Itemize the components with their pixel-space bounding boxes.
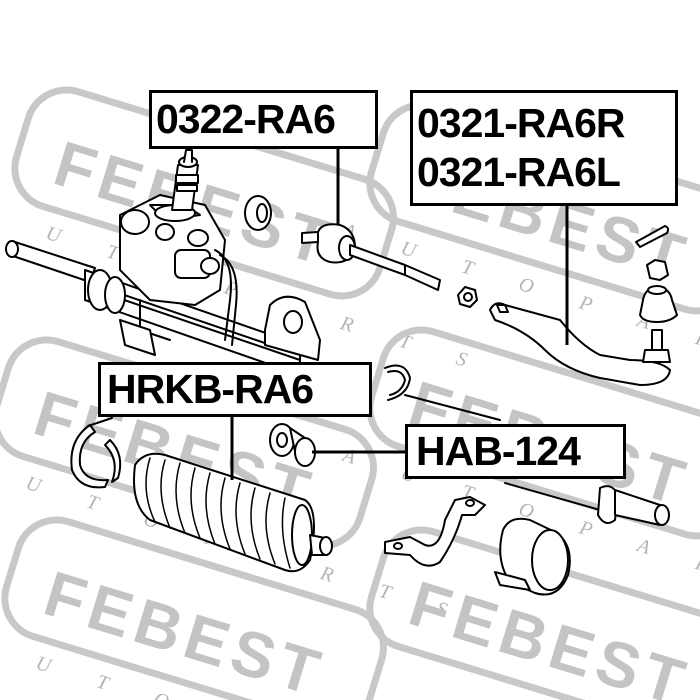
- jam-nut: [457, 286, 478, 308]
- castle-nut: [646, 259, 669, 281]
- leader-lines: [230, 148, 569, 480]
- cotter-pin: [635, 225, 670, 248]
- rack-bushing: [269, 423, 316, 467]
- inner-tie-rod: [301, 223, 441, 291]
- rack-rod: [504, 482, 601, 511]
- part-number-left: 0321-RA6L: [417, 149, 621, 195]
- rack-boot: [133, 452, 333, 573]
- part-number: HRKB-RA6: [107, 366, 314, 412]
- part-number: 0322-RA6: [156, 96, 336, 142]
- ball-joint-boot: [639, 285, 678, 323]
- tie-rod-end: [489, 302, 671, 386]
- label-rack-boot-kit: HRKB-RA6: [98, 362, 372, 417]
- rack-end: [597, 485, 670, 526]
- part-number: HAB-124: [416, 428, 581, 474]
- part-number-right: 0321-RA6R: [417, 100, 625, 146]
- label-inner-tie-rod: 0322-RA6: [149, 90, 378, 149]
- retaining-clip: [384, 364, 501, 421]
- steering-rack-housing: [5, 149, 321, 376]
- boot-clamp: [70, 417, 122, 489]
- label-tie-rod-end: 0321-RA6R 0321-RA6L: [410, 90, 678, 206]
- mounting-bracket: [384, 496, 486, 567]
- label-rack-bushing: HAB-124: [405, 424, 626, 479]
- lock-washer: [244, 195, 272, 231]
- stabilizer-bushing: [494, 517, 571, 596]
